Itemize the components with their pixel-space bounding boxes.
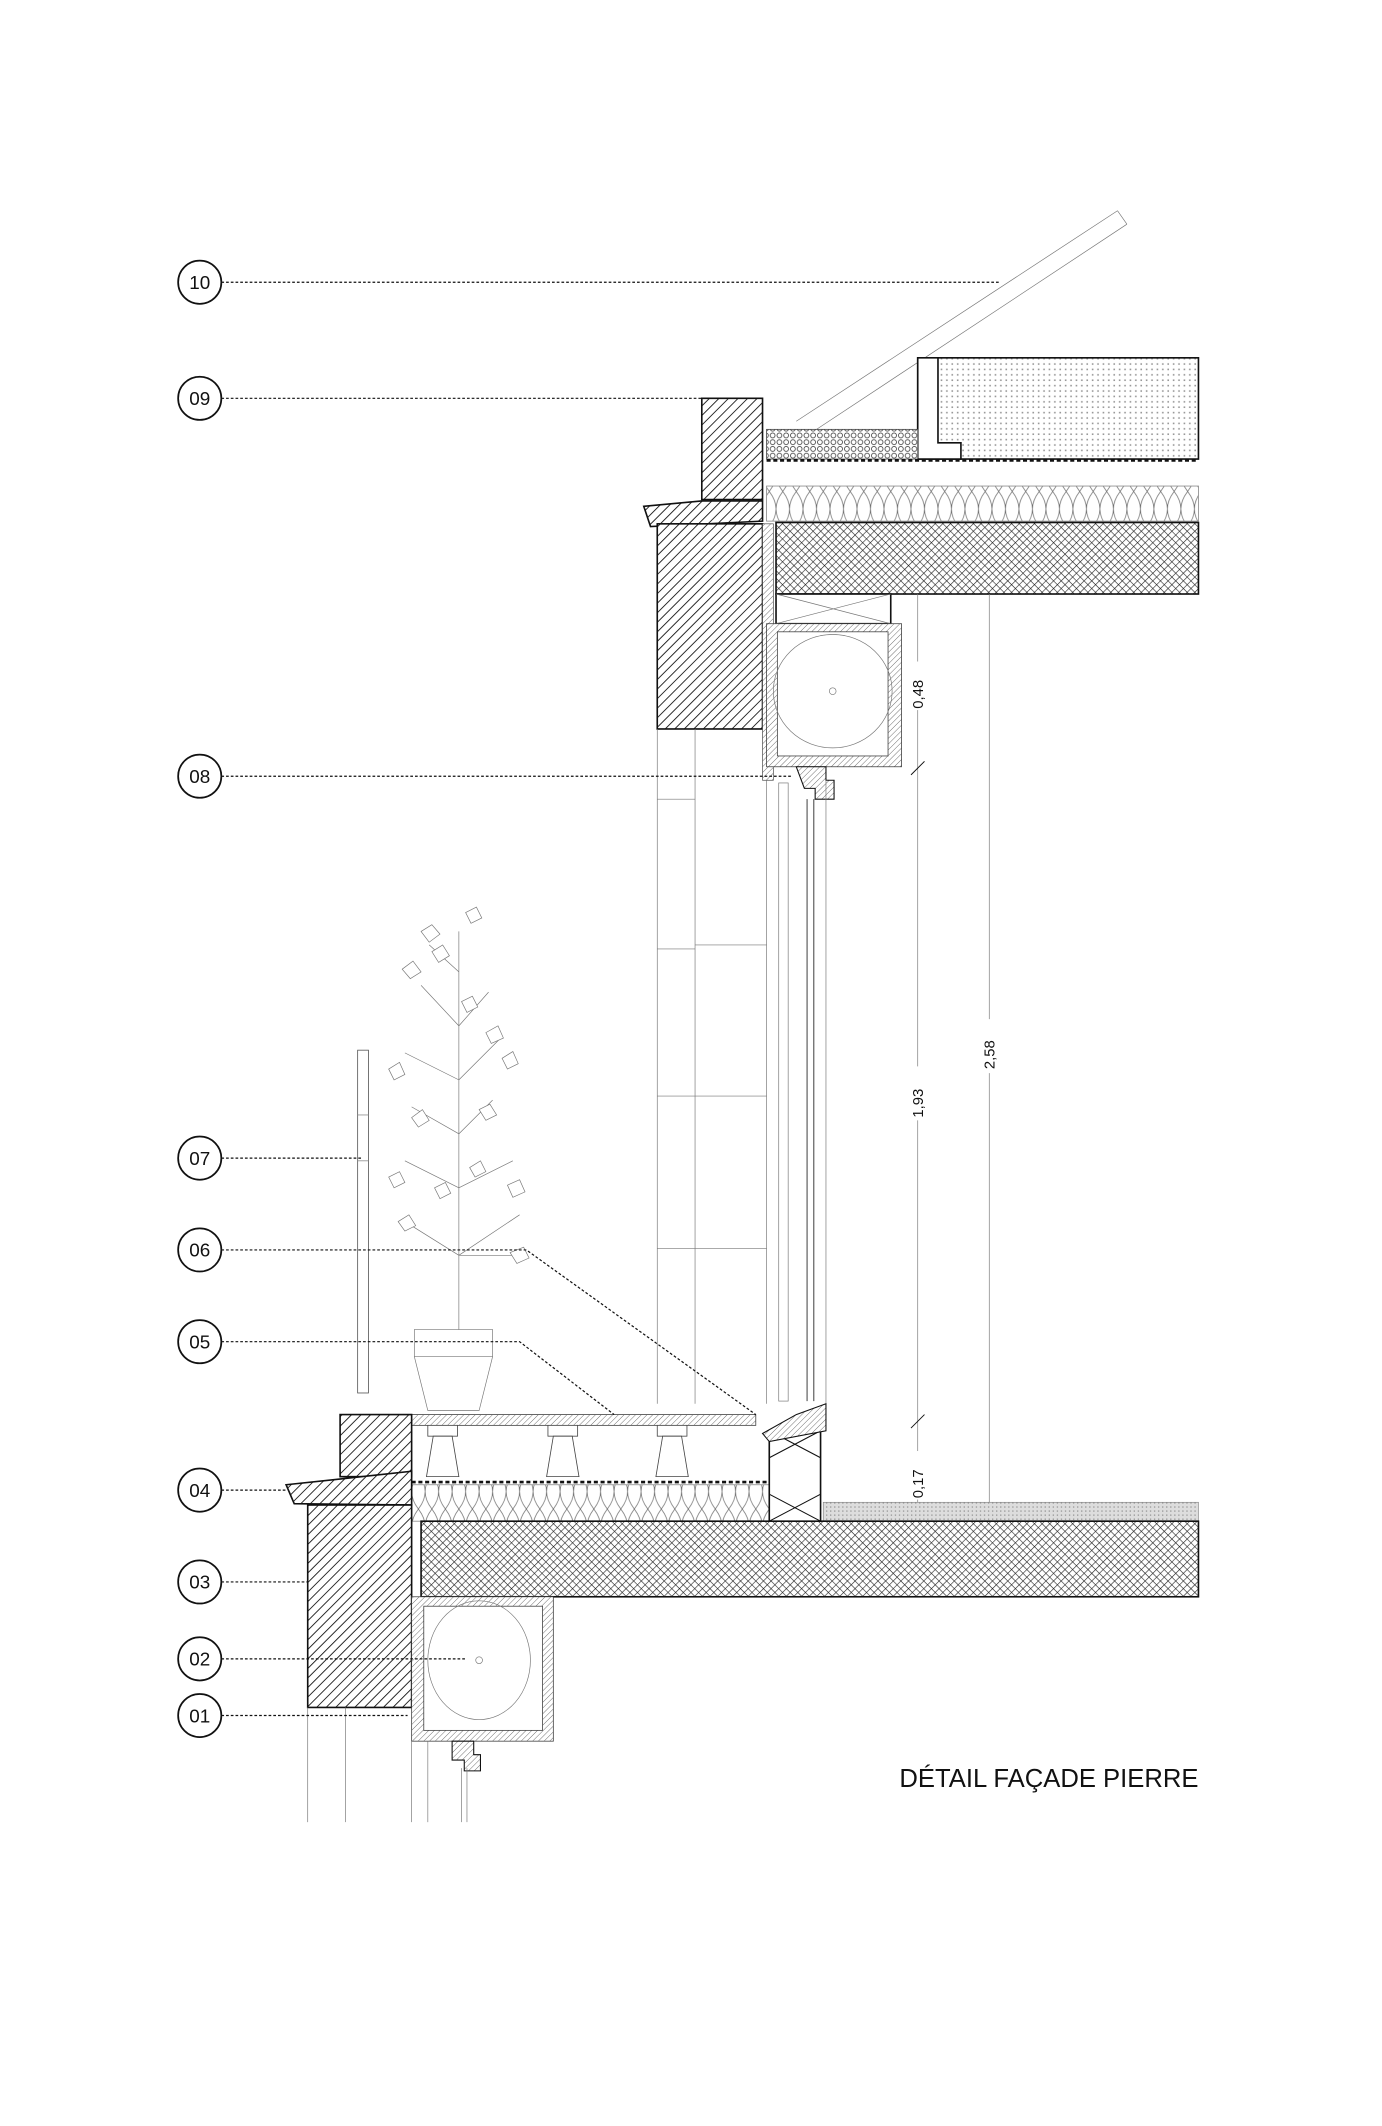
callout-07: 07	[189, 1149, 210, 1170]
deck-pedestals	[425, 1424, 689, 1478]
stone-wall-lower	[306, 1504, 413, 1709]
dimension-1-93: 1,93	[911, 1089, 927, 1118]
window-frame	[778, 782, 789, 1402]
callout-03: 03	[189, 1573, 210, 1594]
dimension-0-17: 0,17	[911, 1469, 927, 1498]
planter	[388, 906, 530, 1411]
gravel-layer	[766, 428, 919, 460]
drawing-title: DÉTAIL FAÇADE PIERRE	[899, 1764, 1198, 1793]
terrace-deck	[411, 1414, 757, 1426]
callout-10: 10	[189, 273, 210, 294]
glass-railing	[357, 1049, 369, 1394]
callout-05: 05	[189, 1332, 210, 1353]
dimension-0-48: 0,48	[911, 680, 927, 709]
callout-02: 02	[189, 1650, 210, 1671]
callout-08: 08	[189, 767, 210, 788]
stone-parapet-upper	[700, 397, 764, 501]
floor-slab	[420, 1520, 1200, 1598]
shutter-roll-lower	[427, 1600, 531, 1720]
roof-insulation	[766, 485, 1199, 522]
callout-04: 04	[189, 1481, 210, 1502]
roof-section	[642, 210, 1200, 800]
facade-wall	[656, 728, 827, 1404]
callout-09: 09	[189, 389, 210, 410]
shutter-roll-upper	[772, 634, 893, 749]
callout-01: 01	[189, 1706, 210, 1727]
stone-lintel	[656, 523, 764, 730]
floor-finish	[822, 1501, 1199, 1522]
dimension-lines: 0,48 1,93 0,17 2,58	[906, 594, 1001, 1503]
terrace-insulation	[411, 1484, 770, 1522]
callouts: 10 09 08 07 06 05 04 03 02 01	[177, 259, 999, 1739]
callout-06: 06	[189, 1241, 210, 1262]
stone-coping-upper	[642, 500, 764, 528]
stone-coping-lower	[284, 1470, 413, 1506]
dimension-2-58: 2,58	[983, 1040, 999, 1069]
stone-parapet-lower	[339, 1413, 413, 1478]
terrace-section	[284, 1403, 1200, 1823]
roof-slab	[775, 521, 1200, 595]
